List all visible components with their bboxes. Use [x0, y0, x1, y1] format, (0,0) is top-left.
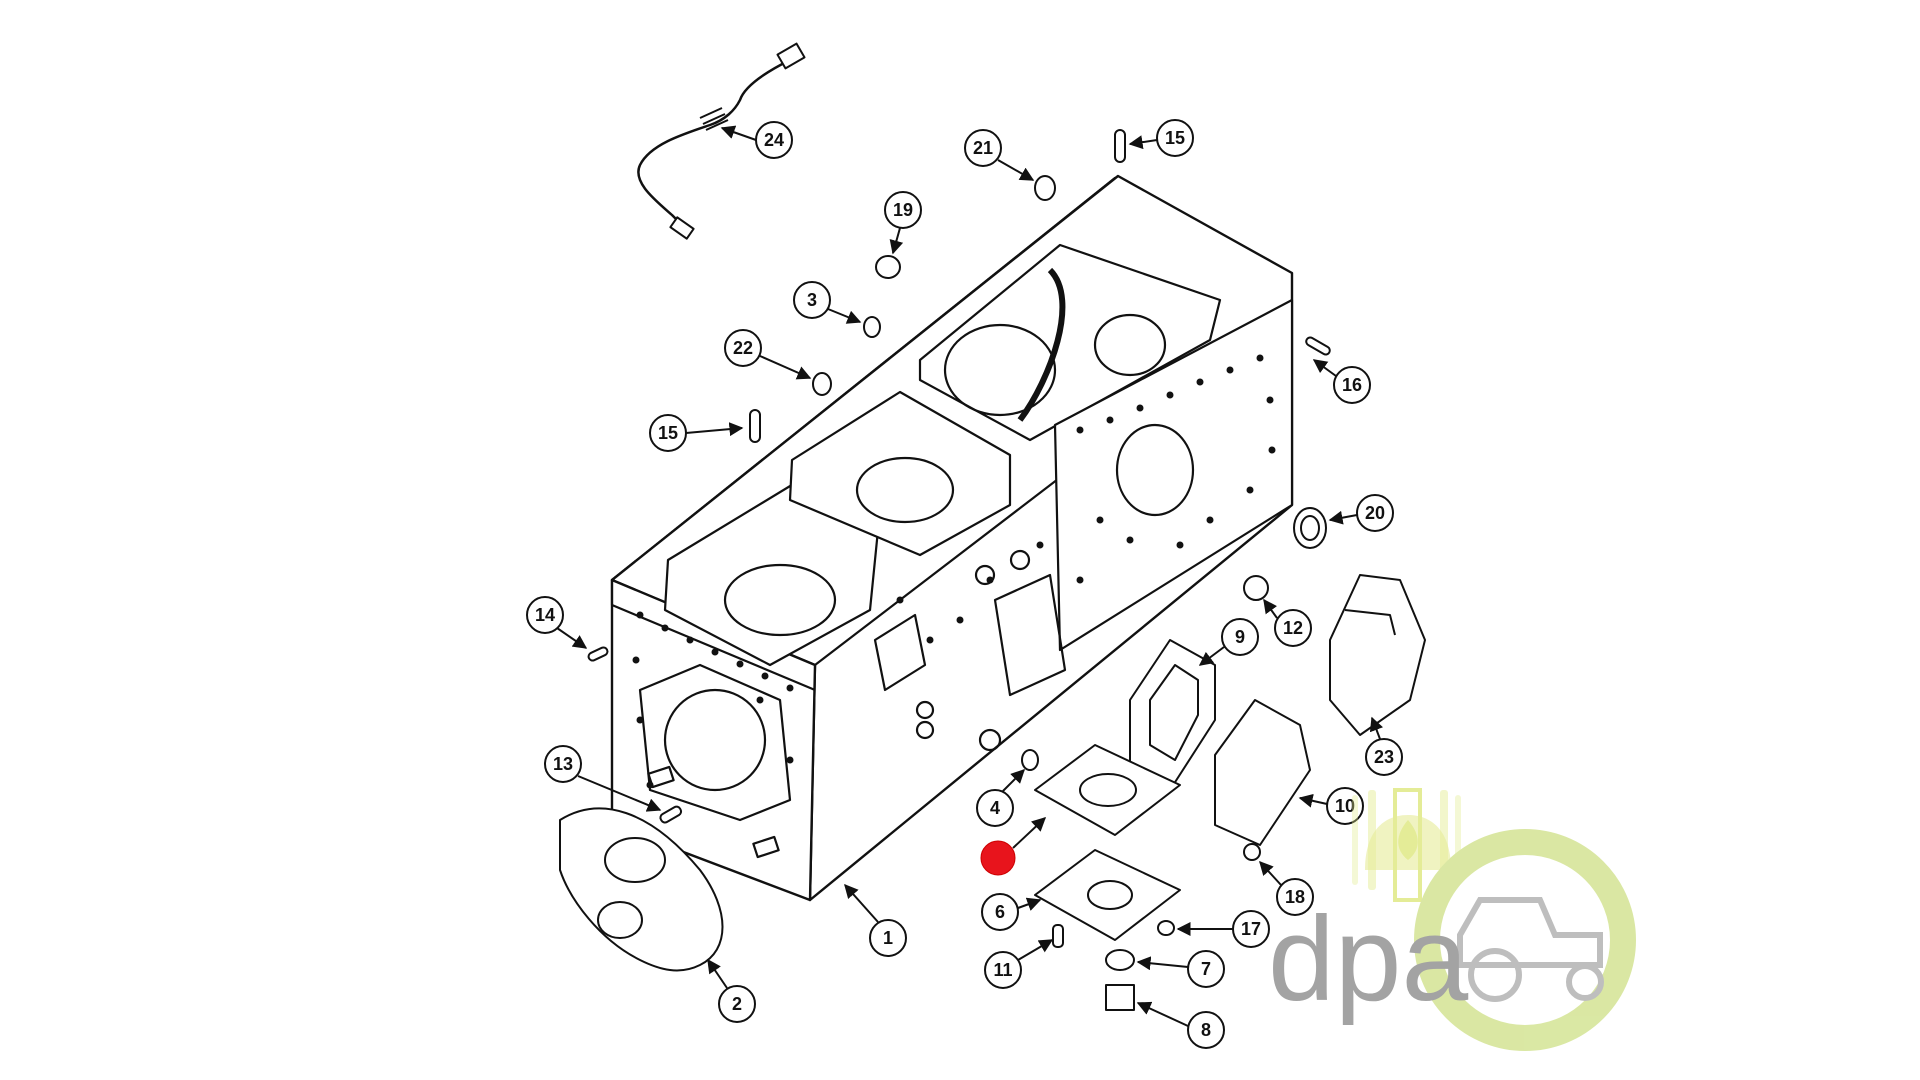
- watermark-text: dpa: [1268, 892, 1468, 1026]
- svg-text:15: 15: [658, 423, 678, 443]
- svg-text:22: 22: [733, 338, 753, 358]
- callout: 23: [1365, 738, 1403, 776]
- callout: 24: [755, 121, 793, 159]
- callout: 1: [869, 919, 907, 957]
- svg-text:11: 11: [993, 960, 1012, 980]
- dpa-watermark: dpa: [1268, 788, 1636, 1051]
- drain-plug-8: [1105, 984, 1135, 1011]
- callout: 12: [1274, 609, 1312, 647]
- callout: 15: [1156, 119, 1194, 157]
- callout: 18: [1276, 878, 1314, 916]
- callout: 7: [1187, 950, 1225, 988]
- washer-4: [1021, 749, 1039, 771]
- svg-text:3: 3: [807, 290, 817, 310]
- callout: 6: [981, 893, 1019, 931]
- callouts: 24 21 15 19 3 22 15 16 20 12 9 23 14 13 …: [526, 119, 1403, 1049]
- pin-14: [587, 646, 609, 662]
- svg-text:23: 23: [1374, 747, 1394, 767]
- svg-text:21: 21: [973, 138, 993, 158]
- sensor-tip: [669, 216, 695, 240]
- washer-3: [863, 316, 881, 338]
- pin-15-top: [1114, 129, 1126, 163]
- callout: 17: [1232, 910, 1270, 948]
- callout: 9: [1221, 618, 1259, 656]
- plug-19: [875, 255, 901, 279]
- callout: 13: [544, 745, 582, 783]
- callout: 20: [1356, 494, 1394, 532]
- callout: 4: [976, 789, 1014, 827]
- callout: 21: [964, 129, 1002, 167]
- gear-ring: [1414, 829, 1636, 1051]
- svg-text:12: 12: [1283, 618, 1303, 638]
- callout: 11: [984, 951, 1022, 989]
- svg-text:18: 18: [1285, 887, 1305, 907]
- plug-21: [1034, 175, 1056, 201]
- svg-text:24: 24: [764, 130, 784, 150]
- svg-text:1: 1: [883, 928, 893, 948]
- cover-10: [1214, 699, 1311, 846]
- sensor-connector: [776, 42, 806, 70]
- svg-text:19: 19: [893, 200, 913, 220]
- callout: 8: [1187, 1011, 1225, 1049]
- svg-text:10: 10: [1335, 796, 1355, 816]
- nut-17: [1157, 920, 1175, 936]
- pin-16: [1305, 336, 1331, 356]
- svg-text:16: 16: [1342, 375, 1362, 395]
- transmission-housing: [610, 174, 1294, 902]
- pin-15-left: [749, 409, 761, 443]
- svg-text:17: 17: [1241, 919, 1261, 939]
- svg-text:8: 8: [1201, 1020, 1211, 1040]
- plug-12: [1243, 575, 1269, 601]
- callout: 16: [1333, 366, 1371, 404]
- gasket-highlighted: [1034, 744, 1181, 836]
- callout: 2: [718, 985, 756, 1023]
- svg-text:14: 14: [535, 605, 555, 625]
- svg-text:4: 4: [990, 798, 1000, 818]
- svg-text:7: 7: [1201, 959, 1211, 979]
- svg-text:2: 2: [732, 994, 742, 1014]
- svg-text:20: 20: [1365, 503, 1385, 523]
- callout: 10: [1326, 787, 1364, 825]
- loose-parts: [559, 42, 1426, 1011]
- svg-text:6: 6: [995, 902, 1005, 922]
- svg-text:13: 13: [553, 754, 573, 774]
- callout: 22: [724, 329, 762, 367]
- bracket-23: [1329, 574, 1426, 736]
- oring-7: [1105, 949, 1135, 971]
- cover-plate-6: [1034, 849, 1181, 941]
- pin-13: [659, 805, 683, 824]
- washer-22: [812, 372, 832, 396]
- highlight-marker: [980, 840, 1016, 876]
- pin-11: [1052, 924, 1064, 948]
- callout: 14: [526, 596, 564, 634]
- svg-text:9: 9: [1235, 627, 1245, 647]
- washer-18: [1243, 843, 1261, 861]
- callout: 19: [884, 191, 922, 229]
- svg-text:15: 15: [1165, 128, 1185, 148]
- callout: 3: [793, 281, 831, 319]
- tractor-icon: [1457, 897, 1604, 1002]
- callout: 15: [649, 414, 687, 452]
- sensor-cable: [637, 58, 791, 229]
